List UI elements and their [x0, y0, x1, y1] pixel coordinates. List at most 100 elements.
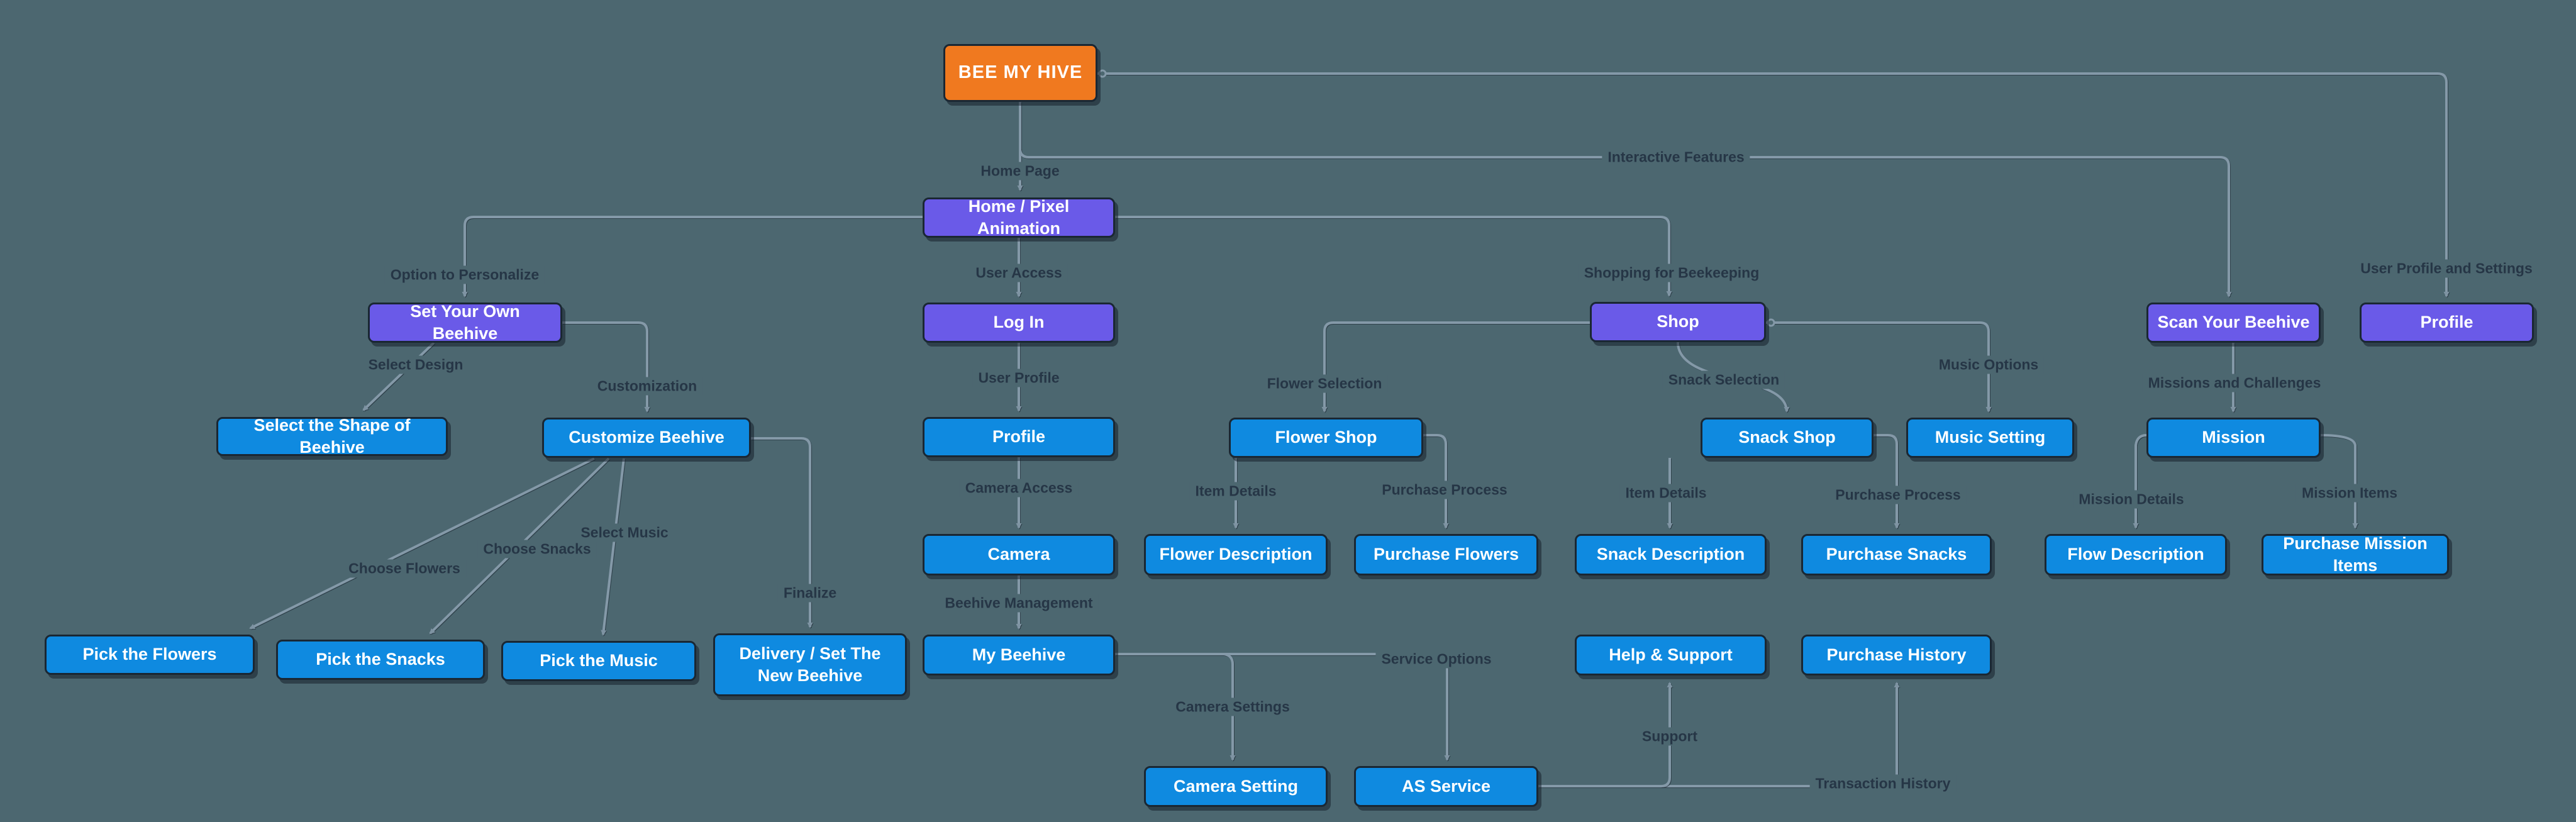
- edge-customization: [562, 321, 650, 413]
- edge-label-music-options: Music Options: [1933, 355, 2045, 374]
- edge-music-options: [1766, 321, 1992, 413]
- edge-interactive-features: [1019, 148, 2232, 297]
- edge-label-mission-items: Mission Items: [2296, 484, 2404, 503]
- edge-user-profile-and-settings: [1097, 72, 2450, 297]
- edge-purchase-process-snack: [1874, 434, 1900, 529]
- node-music-setting: Music Setting: [1906, 418, 2074, 458]
- node-purchase-mission-items: Purchase Mission Items: [2262, 534, 2449, 575]
- node-purchase-history: Purchase History: [1801, 635, 1992, 675]
- edge-select-design: [362, 342, 435, 411]
- edge-label-home-page: Home Page: [975, 162, 1065, 181]
- node-camera: Camera: [923, 534, 1115, 575]
- node-select-shape-of-beehive: Select the Shape of Beehive: [216, 415, 448, 457]
- node-customize-beehive: Customize Beehive: [542, 418, 751, 458]
- node-label: Pick the Snacks: [316, 650, 445, 669]
- node-label: Delivery / Set The New Beehive: [739, 643, 881, 685]
- node-label: Purchase History: [1826, 645, 1967, 664]
- node-home-pixel-animation: Home / Pixel Animation: [923, 197, 1115, 238]
- edge-label-user-access: User Access: [970, 264, 1068, 282]
- edge-flower-selection: [1321, 321, 1590, 413]
- node-profile: Profile: [923, 417, 1115, 457]
- node-pick-the-music: Pick the Music: [501, 641, 696, 681]
- node-pick-the-snacks: Pick the Snacks: [276, 640, 485, 680]
- edge-label-interactive-features: Interactive Features: [1602, 148, 1750, 167]
- edge-mission-items: [2320, 434, 2358, 529]
- node-label: Home / Pixel Animation: [968, 196, 1070, 238]
- edge-camera-settings: [1223, 653, 1236, 761]
- edge-purchase-process-flower: [1423, 434, 1449, 529]
- edge-transaction-history: [1538, 682, 1900, 787]
- edge-label-service-options: Service Options: [1375, 650, 1497, 669]
- edge-select-music: [601, 458, 625, 636]
- node-snack-shop: Snack Shop: [1701, 418, 1874, 458]
- node-label: Pick the Music: [540, 651, 658, 670]
- edge-start-dot: [1767, 318, 1775, 327]
- node-flower-description: Flower Description: [1144, 534, 1328, 575]
- node-label: Customize Beehive: [569, 428, 724, 447]
- edge-label-select-music: Select Music: [575, 523, 674, 542]
- node-label: Snack Shop: [1738, 428, 1836, 447]
- edge-label-shopping-for-beekeeping: Shopping for Beekeeping: [1578, 264, 1765, 282]
- edge-label-camera-access: Camera Access: [959, 479, 1079, 497]
- edge-finalize: [751, 437, 813, 628]
- node-delivery-set-the-new-beehive: Delivery / Set The New Beehive: [713, 633, 907, 696]
- node-label: Flower Description: [1159, 545, 1313, 564]
- node-log-in: Log In: [923, 303, 1115, 343]
- node-purchase-flowers: Purchase Flowers: [1354, 534, 1538, 575]
- node-label: My Beehive: [972, 645, 1066, 664]
- node-scan-your-beehive: Scan Your Beehive: [2146, 303, 2321, 343]
- node-flower-shop: Flower Shop: [1229, 418, 1423, 458]
- edge-label-beehive-management: Beehive Management: [939, 594, 1099, 613]
- edge-mission-details: [2133, 434, 2147, 529]
- edge-label-option-to-personalize: Option to Personalize: [384, 265, 545, 284]
- node-my-beehive: My Beehive: [923, 635, 1115, 675]
- edge-label-purchase-process-snack: Purchase Process: [1829, 486, 1967, 504]
- edge-label-item-details-snack: Item Details: [1619, 484, 1713, 503]
- edge-label-camera-settings: Camera Settings: [1170, 697, 1296, 716]
- node-label: Music Setting: [1935, 428, 2046, 447]
- node-shop: Shop: [1590, 302, 1766, 342]
- edge-choose-flowers: [249, 457, 595, 630]
- node-label: Set Your Own Beehive: [410, 301, 520, 343]
- node-label: Help & Support: [1609, 645, 1733, 664]
- node-label: Snack Description: [1596, 545, 1745, 564]
- node-pick-the-flowers: Pick the Flowers: [45, 635, 255, 675]
- edge-label-choose-flowers: Choose Flowers: [343, 559, 466, 578]
- node-label: Purchase Mission Items: [2283, 533, 2428, 575]
- node-bee-my-hive: BEE MY HIVE: [943, 44, 1097, 102]
- node-label: Flower Shop: [1275, 428, 1377, 447]
- node-label: Log In: [993, 313, 1045, 332]
- node-label: Mission: [2202, 428, 2265, 447]
- node-flow-description: Flow Description: [2045, 534, 2227, 575]
- node-label: Profile: [992, 427, 1046, 447]
- edge-label-support: Support: [1636, 727, 1704, 746]
- node-label: Select the Shape of Beehive: [253, 415, 411, 457]
- node-as-service: AS Service: [1354, 766, 1538, 807]
- node-purchase-snacks: Purchase Snacks: [1801, 534, 1992, 575]
- node-label: Camera: [987, 545, 1050, 564]
- node-label: Shop: [1657, 312, 1699, 331]
- node-label: Profile: [2420, 313, 2473, 332]
- node-label: Purchase Snacks: [1826, 545, 1967, 564]
- edge-support: [1660, 682, 1673, 787]
- node-snack-description: Snack Description: [1575, 534, 1767, 575]
- node-label: AS Service: [1401, 776, 1491, 796]
- node-label: Camera Setting: [1173, 776, 1299, 796]
- edge-label-purchase-process-flower: Purchase Process: [1376, 480, 1513, 499]
- edge-label-user-profile: User Profile: [972, 369, 1065, 387]
- node-profile-settings: Profile: [2360, 303, 2534, 343]
- edge-label-transaction-history: Transaction History: [1809, 774, 1957, 793]
- node-camera-setting: Camera Setting: [1144, 766, 1328, 807]
- node-label: Scan Your Beehive: [2157, 313, 2310, 332]
- node-mission: Mission: [2146, 418, 2321, 458]
- node-label: Pick the Flowers: [82, 645, 217, 664]
- edge-label-missions-and-challenges: Missions and Challenges: [2142, 374, 2327, 392]
- edge-option-to-personalize: [462, 216, 923, 297]
- edge-label-snack-selection: Snack Selection: [1662, 370, 1785, 389]
- edge-label-mission-details: Mission Details: [2073, 490, 2190, 509]
- edge-label-choose-snacks: Choose Snacks: [477, 540, 597, 558]
- node-label: Flow Description: [2067, 545, 2204, 564]
- edge-label-select-design: Select Design: [362, 355, 469, 374]
